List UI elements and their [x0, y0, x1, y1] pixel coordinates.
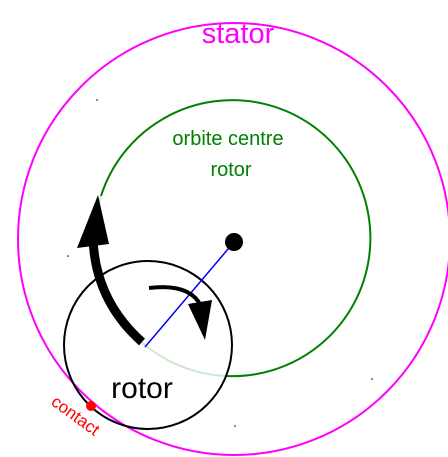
speck — [67, 255, 69, 257]
stator-label: stator — [202, 18, 275, 50]
rotor-circle — [63, 260, 233, 430]
orbit-label-line1: orbite centre — [172, 128, 283, 150]
rotor-label: rotor — [111, 372, 173, 405]
contact-point — [86, 401, 96, 411]
contact-label: contact — [48, 392, 104, 440]
orbit-label-line2: rotor — [210, 159, 251, 181]
orbit-circle — [100, 99, 372, 378]
orbit-arrow-icon — [88, 237, 146, 346]
speck — [234, 425, 236, 427]
spin-arrowhead — [188, 300, 212, 340]
stator-circle — [17, 22, 448, 456]
speck — [96, 99, 98, 101]
orbit-arrowhead — [77, 195, 109, 248]
orbit-centre-dot — [225, 233, 243, 251]
speck — [371, 378, 373, 380]
